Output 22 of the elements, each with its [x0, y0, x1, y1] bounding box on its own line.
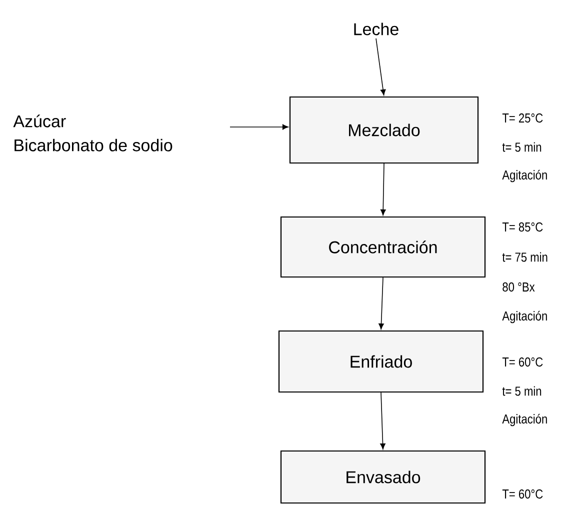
- process-box: Concentración: [280, 216, 486, 278]
- process-box: Envasado: [280, 450, 486, 504]
- condition-text: 80 °Bx: [502, 282, 535, 292]
- condition-text: T= 60°C: [502, 489, 543, 499]
- arrow: [380, 163, 386, 216]
- process-box: Enfriado: [278, 330, 484, 393]
- condition-text: t= 5 min: [502, 142, 542, 152]
- input-label: Azúcar Bicarbonato de sodio: [13, 114, 172, 152]
- process-box: Mezclado: [289, 96, 479, 164]
- condition-text: Agitación: [502, 170, 547, 182]
- condition-text: Agitación: [502, 414, 547, 426]
- condition-text: Agitación: [502, 310, 547, 324]
- arrow: [376, 38, 386, 96]
- arrow: [380, 392, 386, 450]
- arrow: [378, 277, 384, 330]
- condition-text: T= 25°C: [502, 113, 543, 123]
- condition-text: t= 75 min: [502, 252, 548, 262]
- condition-text: T= 60°C: [502, 357, 543, 367]
- input-label: Leche: [354, 22, 398, 36]
- condition-text: T= 85°C: [502, 222, 543, 232]
- condition-text: t= 5 min: [502, 386, 542, 396]
- arrow: [230, 124, 288, 130]
